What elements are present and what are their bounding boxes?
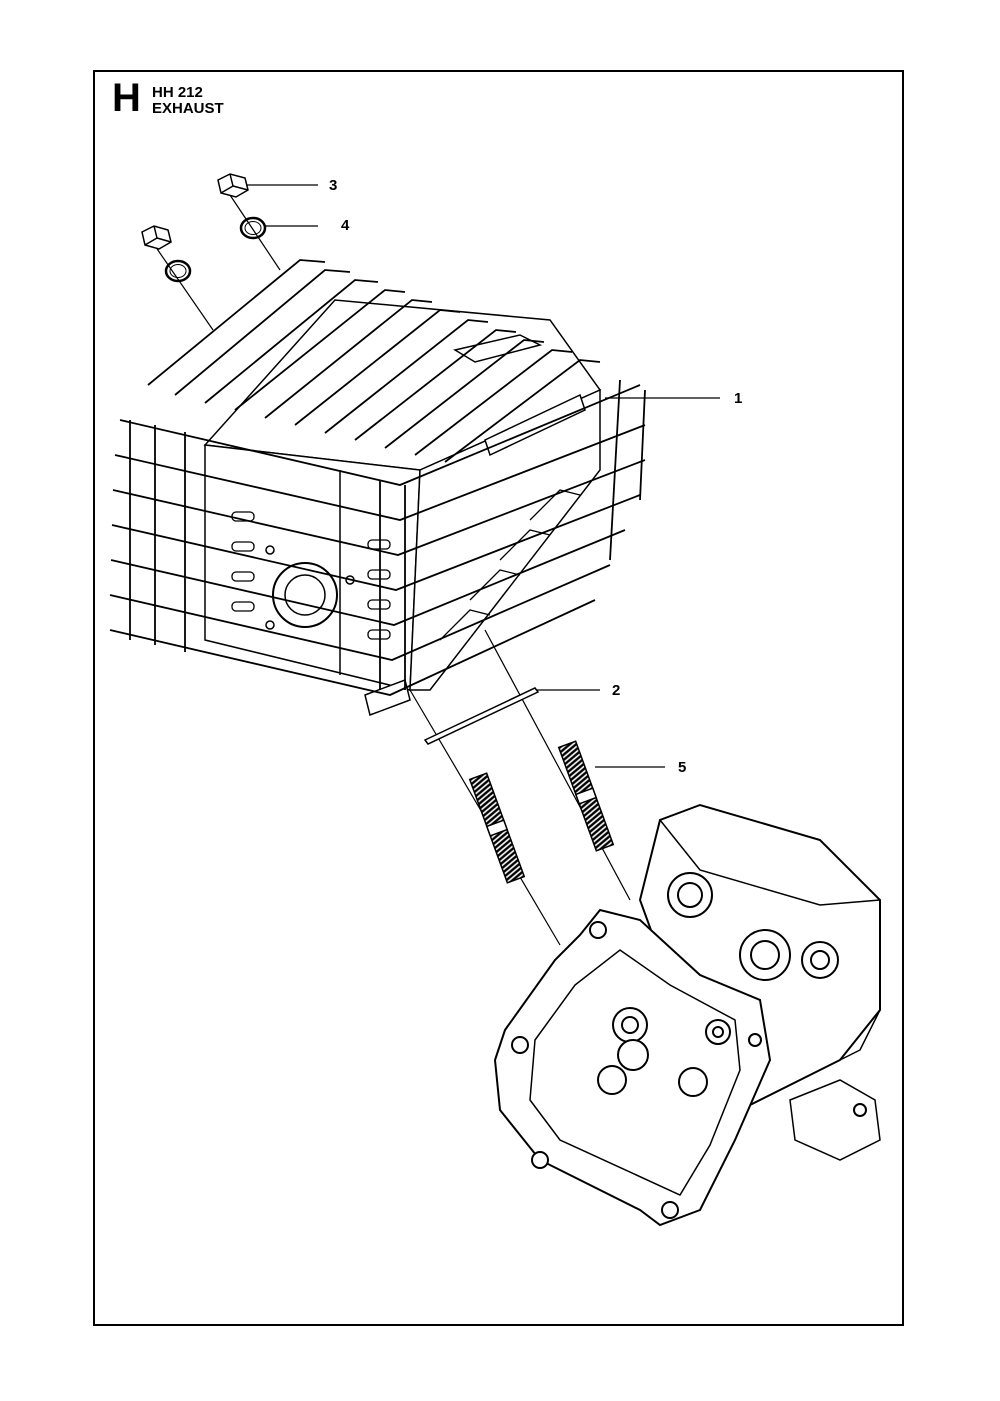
callout-4: 4 (341, 217, 350, 234)
section-title: EXHAUST (152, 100, 224, 117)
cylinder-head (493, 803, 881, 1227)
callout-2: 2 (612, 682, 621, 699)
stud-part (468, 740, 615, 884)
callout-3: 3 (329, 177, 338, 194)
washer-part (164, 216, 267, 283)
callout-1: 1 (734, 390, 743, 407)
gasket-part (423, 687, 540, 745)
wire-guard (109, 259, 646, 696)
section-letter: H (112, 76, 141, 120)
model-name: HH 212 (152, 84, 203, 101)
hex-nut-part (141, 173, 249, 250)
muffler-part (203, 299, 602, 716)
diagram-frame (93, 70, 904, 1326)
callout-5: 5 (678, 759, 687, 776)
